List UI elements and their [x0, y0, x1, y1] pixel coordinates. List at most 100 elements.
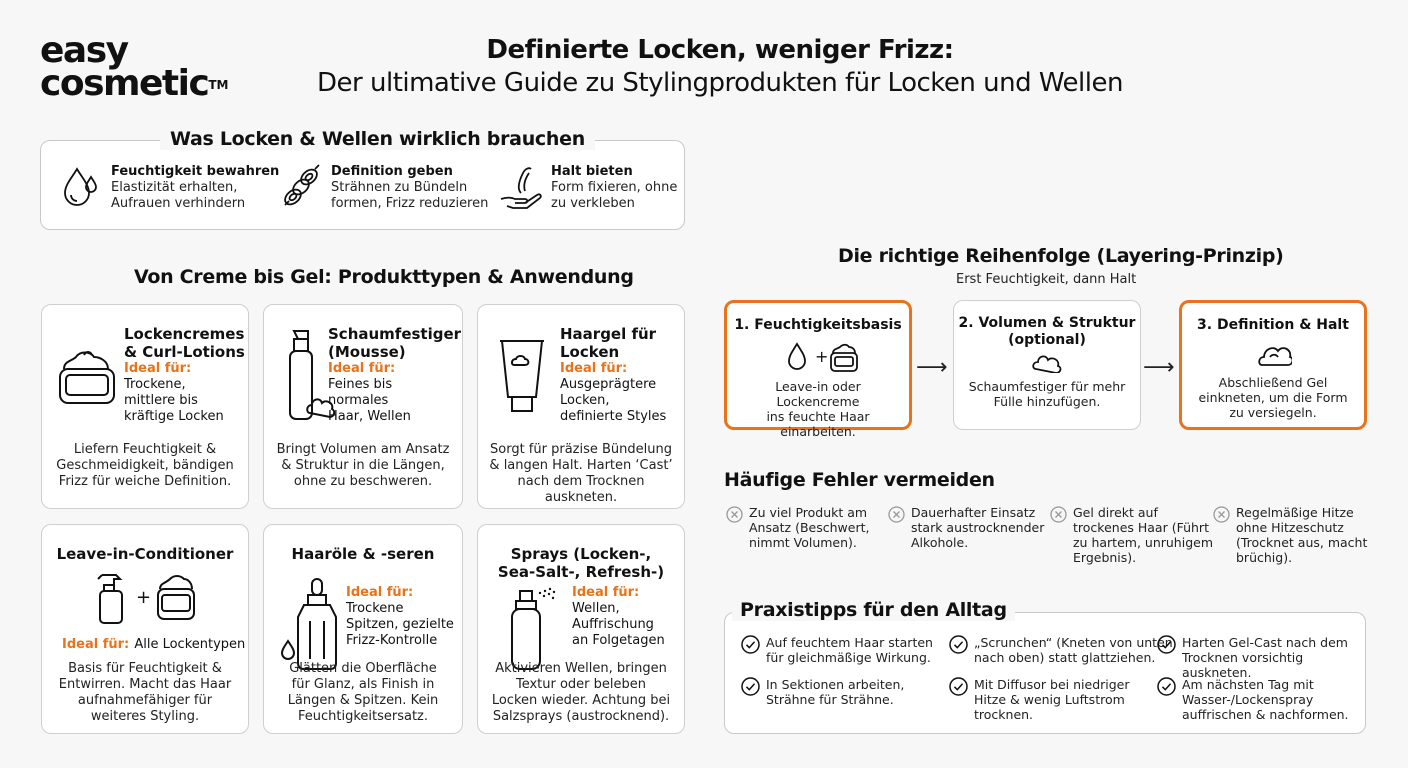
tip-text: „Scrunchen“ (Kneten von unten — [974, 635, 1173, 650]
desc-line: Locken wieder. Achtung bei — [491, 693, 671, 708]
curl-strands-icon — [284, 164, 320, 206]
mistake-text: Ergebnis). — [1073, 550, 1137, 565]
needs-panel: Feuchtigkeit bewahren Elastizität erhalt… — [40, 140, 685, 230]
tip-item: Harten Gel-Cast nach dem Trocknen vorsic… — [1157, 635, 1365, 680]
svg-text:+: + — [136, 587, 151, 608]
x-circle-icon — [1050, 506, 1067, 523]
brand-line2: cosmetic — [40, 63, 210, 104]
need-title: Feuchtigkeit bewahren — [111, 164, 280, 179]
tip-item: Auf feuchtem Haar starten für gleichmäßi… — [741, 635, 933, 665]
hand-holding-curl-icon — [500, 167, 542, 209]
ideal-label: Ideal für: — [560, 361, 628, 376]
tip-text: Strähne für Strähne. — [766, 692, 894, 707]
step-desc-line: zu versiegeln. — [1229, 405, 1317, 420]
need-desc: zu verkleben — [551, 196, 635, 211]
page-title: Definierte Locken, weniger Frizz: Der ul… — [220, 34, 1220, 100]
mousse-can-icon — [289, 330, 336, 420]
tip-text: Am nächsten Tag mit — [1182, 677, 1314, 692]
desc-line: Aktivieren Wellen, bringen — [495, 661, 667, 676]
check-circle-icon — [741, 677, 760, 696]
tip-text: Trocknen vorsichtig auskneten. — [1182, 650, 1304, 680]
need-title: Definition geben — [331, 164, 453, 179]
mistake-text: Dauerhafter Einsatz — [911, 505, 1036, 520]
layering-subtitle: Erst Feuchtigkeit, dann Halt — [956, 272, 1137, 287]
check-circle-icon — [741, 635, 760, 654]
step-title: 3. Definition & Halt — [1197, 317, 1349, 333]
step-desc-line: einkneten, um die Form — [1198, 390, 1348, 405]
step-desc: Leave-in oder Lockencreme ins feuchte Ha… — [733, 379, 903, 439]
desc-line: Längen & Spitzen. Kein — [287, 693, 439, 708]
tip-item: In Sektionen arbeiten, Strähne für Sträh… — [741, 677, 904, 707]
ideal-desc: Auffrischung — [572, 617, 654, 632]
product-card-mousse: Schaumfestiger (Mousse) Ideal für: Feine… — [263, 304, 463, 509]
tip-text: trocknen. — [974, 707, 1034, 722]
foam-icon — [1032, 355, 1062, 373]
product-card-oil: Haaröle & -seren Ideal für: Trockene Spi… — [263, 524, 463, 734]
tip-text: für gleichmäßige Wirkung. — [766, 650, 931, 665]
desc-line: Entwirren. Macht das Haar — [58, 677, 232, 692]
tip-text: Auf feuchtem Haar starten — [766, 635, 933, 650]
ideal-label: Ideal für: — [346, 585, 414, 600]
product-name: Haaröle & -seren — [291, 545, 435, 563]
tip-text: Wasser-/Lockenspray — [1182, 692, 1314, 707]
ideal-label: Ideal für: — [124, 361, 192, 376]
x-circle-icon — [1213, 506, 1230, 523]
mistake-text: trockenes Haar (Führt — [1073, 520, 1209, 535]
step-arrow: ⟶ — [1143, 355, 1175, 380]
mistake-text: nimmt Volumen). — [749, 535, 857, 550]
x-circle-icon — [726, 506, 743, 523]
step-arrow: ⟶ — [916, 355, 948, 380]
step-title: (optional) — [1008, 332, 1086, 348]
mistake-text: Alkohole. — [911, 535, 969, 550]
ideal-desc: Spitzen, gezielte — [346, 617, 454, 632]
product-name: Locken — [560, 343, 620, 361]
product-desc: Basis für Feuchtigkeit & Entwirren. Mach… — [50, 661, 240, 725]
ideal-desc: kräftige Locken — [124, 409, 224, 424]
ideal-label: Ideal für: — [572, 585, 640, 600]
spray-can-icon — [511, 587, 556, 670]
gel-dollop-icon — [1258, 347, 1292, 366]
product-name: (Mousse) — [328, 343, 406, 361]
mistake-text: zu hartem, unruhigem — [1073, 535, 1213, 550]
tip-text: Harten Gel-Cast nach dem — [1182, 635, 1348, 650]
ideal-desc: Trockene — [346, 601, 404, 616]
dropper-bottle-icon — [280, 578, 337, 670]
need-desc: formen, Frizz reduzieren — [331, 196, 489, 211]
check-circle-icon — [1157, 635, 1176, 654]
desc-line: auskneten. — [544, 490, 618, 505]
need-moisture: Feuchtigkeit bewahren Elastizität erhalt… — [59, 163, 279, 212]
need-desc: Elastizität erhalten, — [111, 180, 238, 195]
layering-step-1: 1. Feuchtigkeitsbasis + Leave-in oder Lo… — [724, 300, 912, 439]
product-name: Haargel für — [560, 325, 657, 343]
desc-line: Sorgt für präzise Bündelung — [490, 442, 672, 457]
brand-line1: easy — [40, 30, 129, 71]
desc-line: Geschmeidigkeit, bändigen — [56, 458, 234, 473]
ideal-label: Ideal für: — [328, 361, 396, 376]
desc-line: Glätten die Oberfläche — [289, 661, 437, 676]
need-desc: Strähnen zu Bündeln — [331, 180, 468, 195]
water-drop-icon — [64, 167, 97, 206]
step-desc: Schaumfestiger für mehr Fülle hinzufügen… — [960, 379, 1134, 409]
desc-line: & Struktur in die Längen, — [281, 458, 445, 473]
title-line1: Definierte Locken, weniger Frizz: — [486, 35, 954, 65]
drop-plus-jar-icon: + — [788, 342, 858, 372]
layering-step-2: 2. Volumen & Struktur (optional) Schaumf… — [953, 300, 1141, 430]
mistake-text: brüchig). — [1236, 550, 1293, 565]
layering-step-3: 3. Definition & Halt Abschließend Gel ei… — [1179, 300, 1367, 430]
ideal-desc: Ausgeprägtere — [560, 377, 657, 392]
ideal-desc: Wellen, — [572, 601, 620, 616]
step-desc-line: Abschließend Gel — [1218, 375, 1328, 390]
ideal-desc: normales — [328, 393, 389, 408]
step-title: 1. Feuchtigkeitsbasis — [734, 317, 902, 333]
step-desc: Abschließend Gel einkneten, um die Form … — [1188, 375, 1358, 420]
product-desc: Liefern Feuchtigkeit & Geschmeidigkeit, … — [50, 442, 240, 490]
tip-text: In Sektionen arbeiten, — [766, 677, 905, 692]
tips-heading: Praxistipps für den Alltag — [732, 599, 1015, 621]
mistake-text: Gel direkt auf — [1073, 505, 1158, 520]
product-desc: Sorgt für präzise Bündelung & langen Hal… — [486, 442, 676, 506]
needs-heading: Was Locken & Wellen wirklich brauchen — [160, 128, 595, 150]
tip-item: Mit Diffusor bei niedriger Hitze & wenig… — [949, 677, 1130, 722]
desc-line: & langen Halt. Harten ‘Cast’ — [489, 458, 673, 473]
mistake-text: (Trocknet aus, macht — [1236, 535, 1368, 550]
step-title: 2. Volumen & Struktur — [958, 315, 1136, 331]
